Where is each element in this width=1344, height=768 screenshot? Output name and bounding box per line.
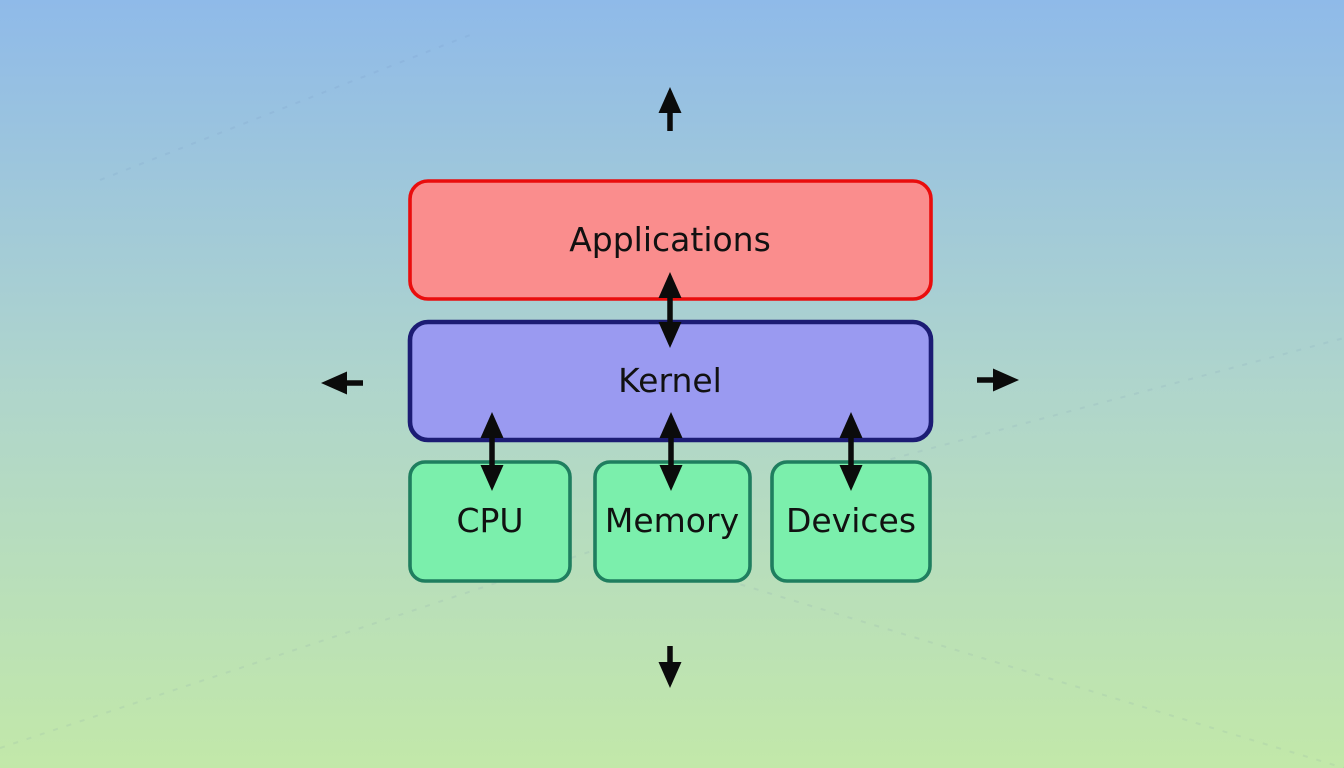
arrow-head-down (480, 465, 504, 491)
applications-label: Applications (569, 220, 771, 259)
texture-line (99, 34, 471, 181)
outward-right-arrow (977, 368, 1019, 392)
kernel-devices-arrow (839, 412, 863, 491)
outward-up-arrow (658, 87, 682, 131)
arrow-head-up (839, 412, 863, 438)
applications-kernel-arrow (658, 272, 682, 348)
arrow-head-down (658, 322, 682, 348)
arrow-head-up (658, 87, 682, 113)
outward-left-arrow (321, 371, 363, 395)
arrow-head-down (839, 465, 863, 491)
outward-down-arrow (658, 646, 682, 688)
arrow-head-right (993, 368, 1019, 392)
kernel-memory-arrow (659, 412, 683, 491)
arrows (321, 87, 1019, 688)
kernel-cpu-arrow (480, 412, 504, 491)
arrow-head-down (658, 662, 682, 688)
cpu-label: CPU (456, 501, 523, 540)
devices-label: Devices (786, 501, 916, 540)
arrow-head-up (659, 412, 683, 438)
kernel-label: Kernel (618, 361, 722, 400)
arrow-head-down (659, 465, 683, 491)
memory-label: Memory (605, 501, 739, 540)
texture-line (849, 337, 1344, 471)
arrow-head-up (480, 412, 504, 438)
arrow-head-up (658, 272, 682, 298)
arrow-head-left (321, 371, 347, 395)
